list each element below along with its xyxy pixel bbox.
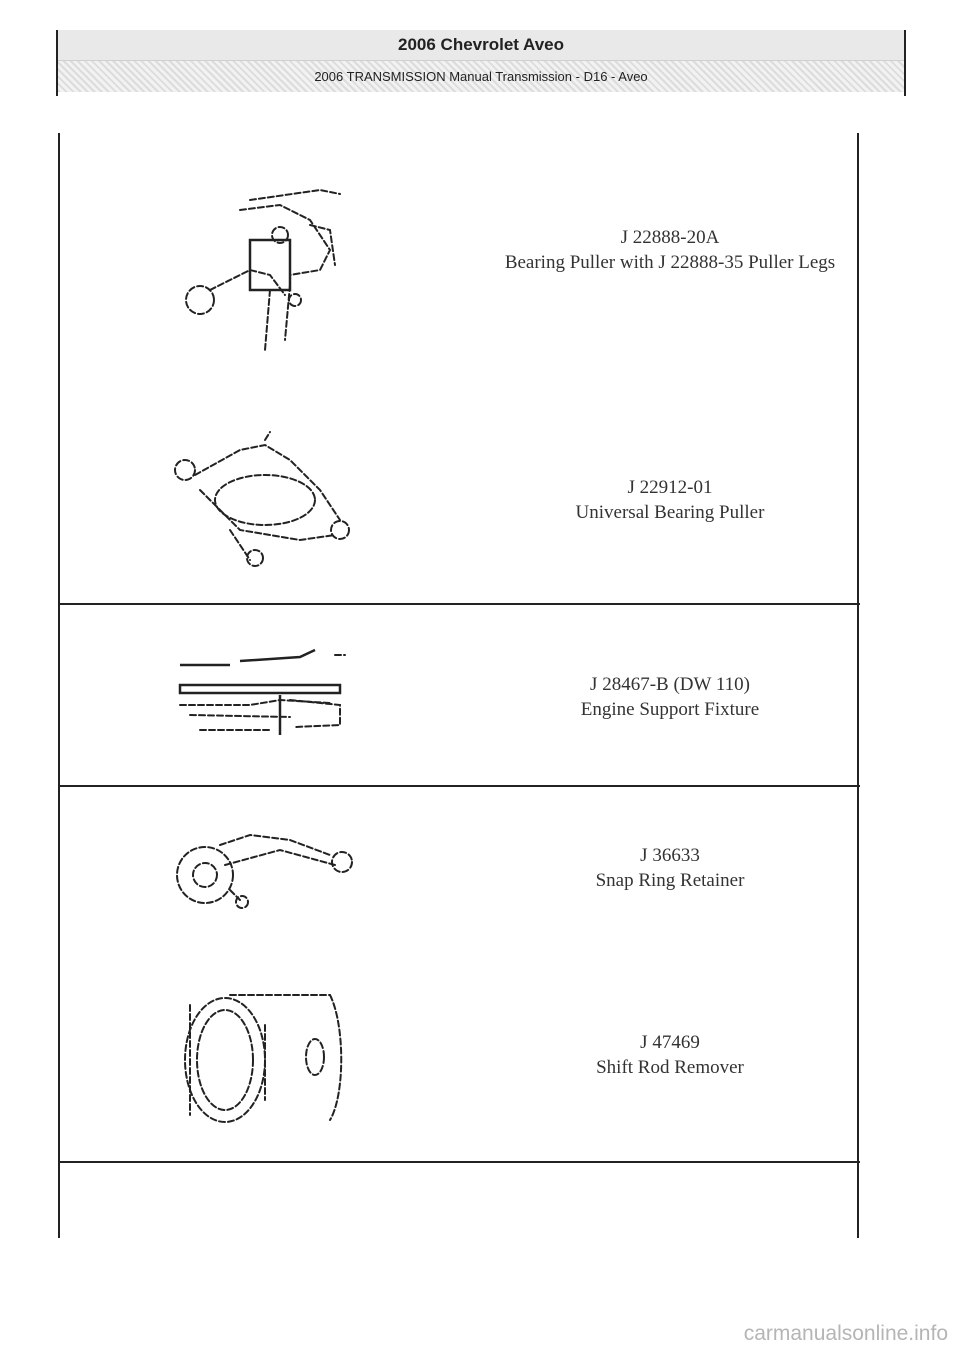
table-row-divider [58, 1161, 860, 1163]
snap-ring-retainer-icon [170, 820, 370, 920]
tool-entry: J 47469 Shift Rod Remover [60, 980, 858, 1130]
tool-entry: J 22912-01 Universal Bearing Puller [60, 420, 858, 580]
table-row-divider [58, 785, 860, 787]
tool-entry: J 28467-B (DW 110) Engine Support Fixtur… [60, 640, 858, 750]
tools-table [58, 133, 859, 1238]
tool-text: J 22888-20A Bearing Puller with J 22888-… [470, 225, 870, 275]
tool-entry: J 36633 Snap Ring Retainer [60, 815, 858, 925]
tool-description: Snap Ring Retainer [595, 870, 745, 891]
tool-entry: J 22888-20A Bearing Puller with J 22888-… [60, 170, 858, 360]
engine-support-fixture-icon [170, 645, 370, 745]
document-title: 2006 Chevrolet Aveo [58, 30, 904, 61]
bearing-puller-with-legs-icon [170, 180, 370, 355]
tool-description: Universal Bearing Puller [575, 502, 765, 523]
tool-text: J 47469 Shift Rod Remover [470, 1030, 870, 1080]
tool-number: J 36633 [640, 845, 700, 866]
tool-number: J 22912-01 [627, 477, 713, 498]
tool-number: J 22888-20A [620, 227, 720, 248]
shift-rod-remover-icon [170, 985, 370, 1125]
document-subtitle: 2006 TRANSMISSION Manual Transmission - … [58, 61, 904, 92]
tool-text: J 36633 Snap Ring Retainer [470, 843, 870, 893]
tool-description: Engine Support Fixture [580, 699, 760, 720]
tool-number: J 28467-B (DW 110) [590, 674, 750, 695]
tool-description: Shift Rod Remover [596, 1057, 744, 1078]
watermark: carmanualsonline.info [743, 1322, 948, 1345]
tool-description: Bearing Puller with J 22888-35 Puller Le… [504, 252, 836, 273]
tool-text: J 22912-01 Universal Bearing Puller [470, 475, 870, 525]
table-row-divider [58, 603, 860, 605]
header-right-rule [904, 30, 906, 96]
tool-number: J 47469 [640, 1032, 700, 1053]
page-header: 2006 Chevrolet Aveo 2006 TRANSMISSION Ma… [56, 30, 906, 96]
tool-text: J 28467-B (DW 110) Engine Support Fixtur… [470, 672, 870, 722]
universal-bearing-puller-icon [170, 430, 370, 570]
header-left-rule [56, 30, 58, 96]
